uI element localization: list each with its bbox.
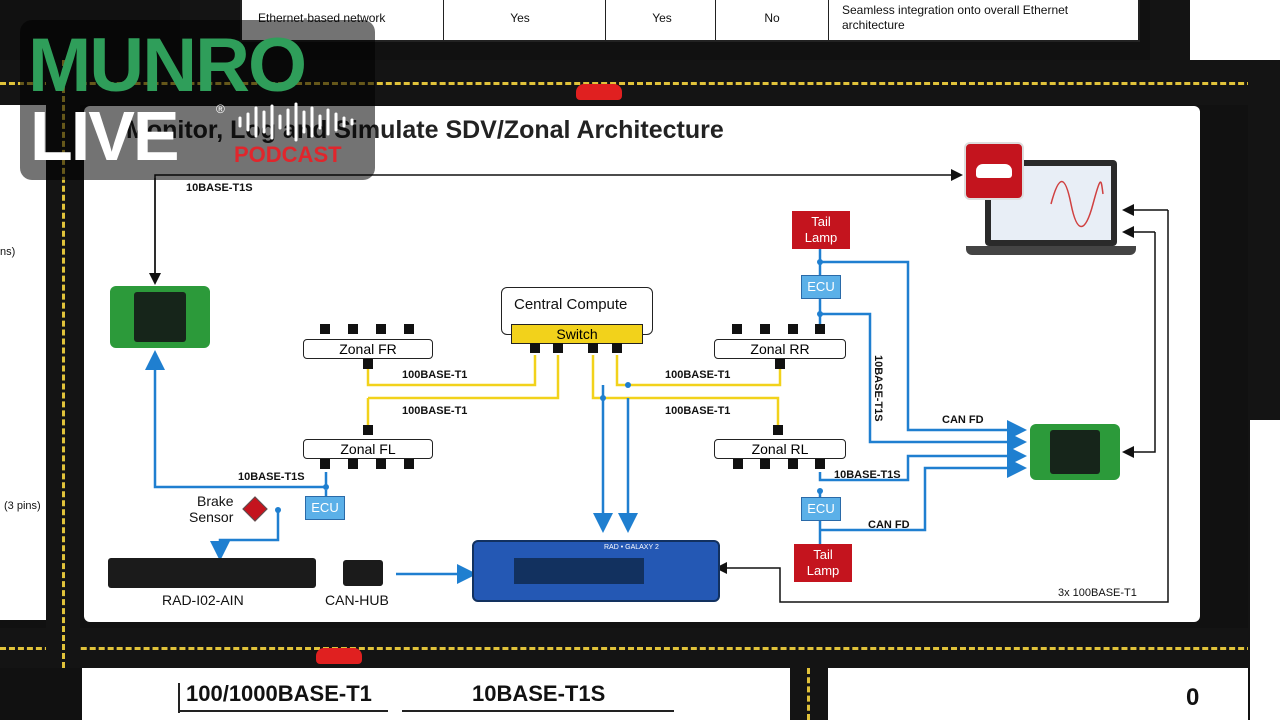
- lane-marking: [0, 647, 1280, 650]
- switch-port: [553, 343, 563, 353]
- t1s-rl-label: 10BASE-T1S: [834, 469, 901, 481]
- zonal-port: [788, 459, 798, 469]
- tail-lamp-line1: Tail: [813, 547, 833, 562]
- table-divider: [443, 0, 444, 40]
- galaxy-label: RAD • GALAXY 2: [604, 544, 659, 551]
- vehicle-app-icon: [964, 142, 1024, 200]
- zonal-port: [732, 324, 742, 334]
- tail-lamp-line1: Tail: [811, 214, 831, 229]
- canfd-label-2: CAN FD: [868, 519, 910, 531]
- bottom-line: [178, 683, 180, 713]
- canfd-label-1: CAN FD: [942, 414, 984, 426]
- t1-fl-label: 100BASE-T1: [402, 405, 468, 417]
- ecu-rr-top: ECU: [801, 275, 841, 299]
- bottom-number: 0: [1186, 684, 1200, 711]
- zonal-rl: Zonal RL: [714, 439, 846, 459]
- zonal-port: [348, 324, 358, 334]
- switch-block: Switch: [511, 324, 643, 344]
- table-divider: [605, 0, 606, 40]
- car-bottom: [316, 648, 362, 664]
- logo-podcast: PODCAST: [234, 142, 342, 167]
- three-t1-label: 3x 100BASE-T1: [1058, 587, 1137, 599]
- tail-lamp-bottom: Tail Lamp: [794, 544, 852, 582]
- munro-live-logo: [20, 20, 375, 180]
- soundwave-icon: [238, 102, 354, 142]
- table-cell-no: No: [764, 11, 780, 25]
- top-table: [240, 0, 1140, 42]
- car-top: [576, 84, 622, 100]
- switch-port: [612, 343, 622, 353]
- pins-text: ns): [0, 246, 16, 258]
- t1s-top-label: 10BASE-T1S: [186, 182, 253, 194]
- zonal-fl: Zonal FL: [303, 439, 433, 459]
- tail-lamp-line2: Lamp: [806, 563, 840, 578]
- zonal-port: [348, 459, 358, 469]
- logo-reg: ®: [216, 102, 225, 116]
- t1-rl-label: 100BASE-T1: [665, 405, 731, 417]
- zonal-port: [404, 324, 414, 334]
- t1s-rr-label: 10BASE-T1S: [872, 355, 884, 422]
- tail-lamp-top: Tail Lamp: [792, 211, 850, 249]
- switch-port: [530, 343, 540, 353]
- pins3-text: (3 pins): [4, 500, 41, 512]
- zonal-port: [815, 324, 825, 334]
- rad-comet-left: [110, 286, 210, 348]
- zonal-port: [320, 459, 330, 469]
- bottom-sheet-right: [828, 668, 1248, 720]
- bottom-line: [178, 710, 388, 712]
- zonal-port: [733, 459, 743, 469]
- table-cell-yes-2: Yes: [652, 11, 672, 25]
- switch-port: [588, 343, 598, 353]
- zonal-port: [815, 459, 825, 469]
- lane-marking: [0, 82, 1280, 85]
- zonal-port: [760, 459, 770, 469]
- laptop-base: [966, 246, 1136, 255]
- t1-rr-label: 100BASE-T1: [665, 369, 731, 381]
- rad-galaxy-device: RAD • GALAXY 2: [472, 540, 720, 602]
- right-side-sheet: [1250, 420, 1280, 720]
- bottom-header-2: 10BASE-T1S: [472, 681, 606, 706]
- ecu-rl: ECU: [801, 497, 841, 521]
- right-sheet: [1190, 0, 1280, 60]
- table-divider: [715, 0, 716, 40]
- bottom-header-1: 100/1000BASE-T1: [186, 681, 372, 706]
- can-hub-label: CAN-HUB: [325, 592, 389, 608]
- zonal-port: [320, 324, 330, 334]
- bottom-line: [402, 710, 674, 712]
- logo-munro: MUNRO: [28, 23, 307, 108]
- zonal-port: [773, 425, 783, 435]
- table-cell-yes-1: Yes: [510, 11, 530, 25]
- zonal-port: [775, 359, 785, 369]
- tail-lamp-line2: Lamp: [804, 230, 838, 245]
- zonal-rr: Zonal RR: [714, 339, 846, 359]
- zonal-port: [376, 459, 386, 469]
- rad-io2-ain-device: [108, 558, 316, 588]
- table-note-line2: architecture: [842, 18, 905, 32]
- t1-fr-label: 100BASE-T1: [402, 369, 468, 381]
- switch-label: Switch: [556, 326, 598, 342]
- t1s-fl-label: 10BASE-T1S: [238, 471, 305, 483]
- zonal-port: [404, 459, 414, 469]
- zonal-fr: Zonal FR: [303, 339, 433, 359]
- zonal-port: [788, 324, 798, 334]
- road-top-v: [1150, 0, 1190, 60]
- zonal-port: [363, 425, 373, 435]
- left-sheet: [0, 105, 46, 620]
- lane-marking: [62, 60, 65, 668]
- rad-io2-label: RAD-I02-AIN: [162, 592, 244, 608]
- rad-comet-right: [1030, 424, 1120, 480]
- zonal-port: [760, 324, 770, 334]
- central-compute-label: Central Compute: [514, 296, 628, 313]
- ecu-fl: ECU: [305, 496, 345, 520]
- table-note-line1: Seamless integration onto overall Ethern…: [842, 3, 1069, 17]
- zonal-port: [376, 324, 386, 334]
- can-hub-device: [343, 560, 383, 586]
- zonal-port: [363, 359, 373, 369]
- brake-label-1: Brake: [197, 493, 234, 509]
- lane-marking: [807, 668, 810, 720]
- logo-live: LIVE: [30, 97, 180, 175]
- brake-label-2: Sensor: [189, 509, 234, 525]
- table-divider: [828, 0, 829, 40]
